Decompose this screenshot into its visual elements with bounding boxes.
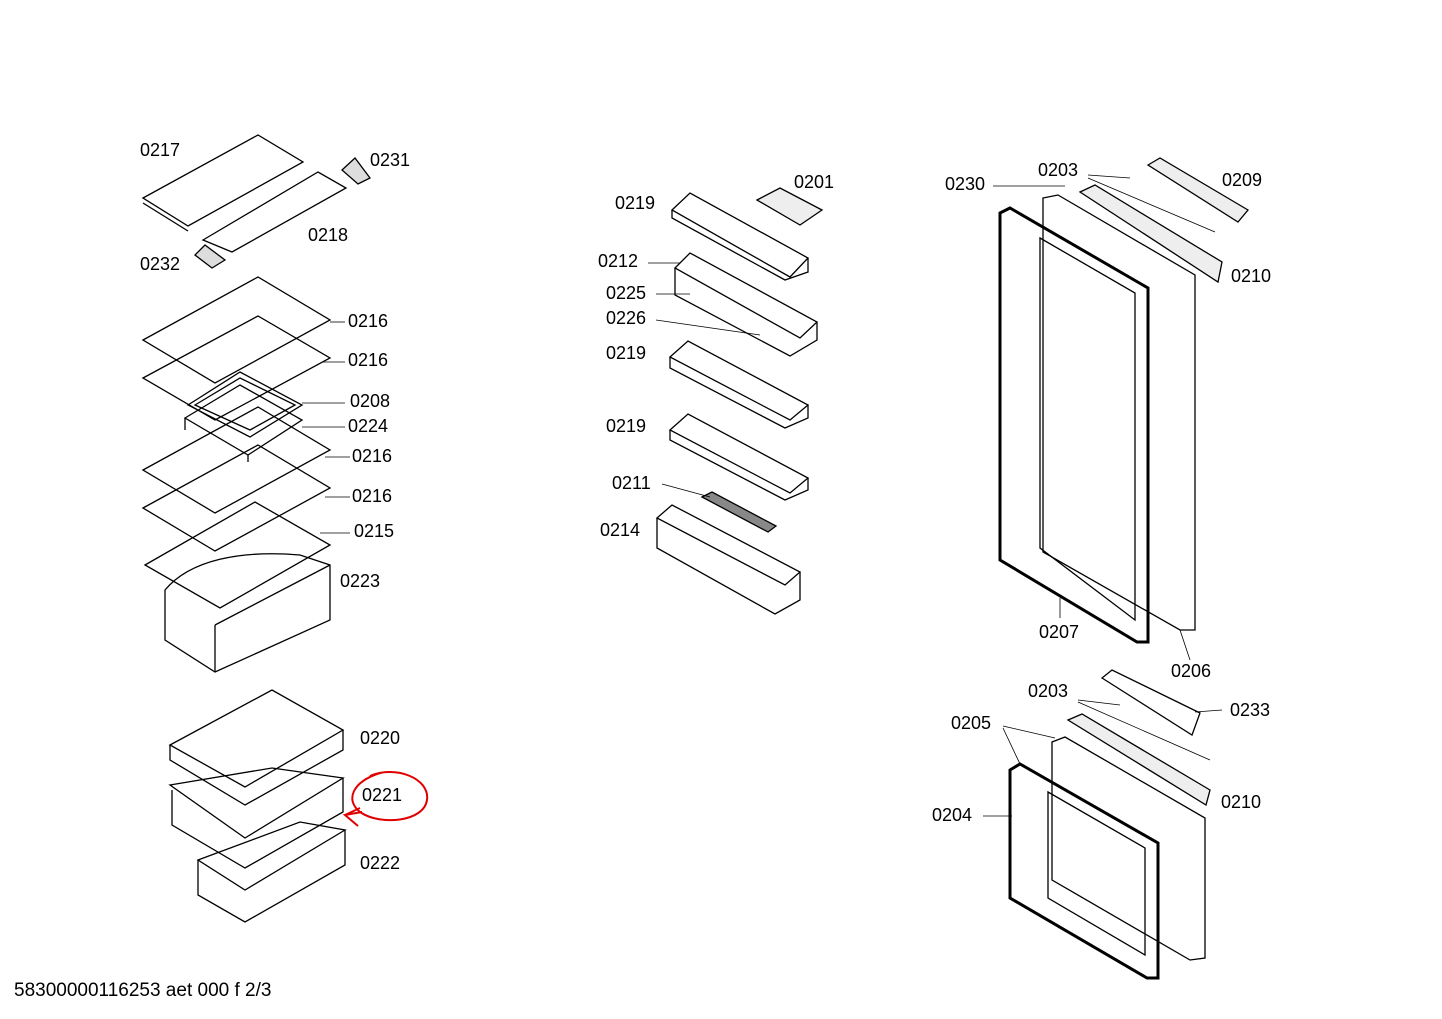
callout-0217: 0217	[140, 140, 181, 160]
callout-0210: 0210	[1231, 266, 1272, 286]
gasket-0207	[998, 206, 1150, 644]
callout-0205: 0205	[951, 713, 992, 733]
drawer-0222	[196, 821, 347, 923]
callout-0219: 0219	[615, 193, 656, 213]
drawer-0220	[168, 689, 345, 806]
callout-0207: 0207	[1039, 622, 1080, 642]
callout-0201: 0201	[794, 172, 835, 192]
callout-0216: 0216	[348, 311, 389, 331]
highlight-circle	[342, 771, 429, 827]
shelf-0215	[143, 501, 332, 609]
gasket-0204	[1008, 762, 1160, 980]
callout-0230: 0230	[945, 174, 986, 194]
callout-0224: 0224	[348, 416, 389, 436]
callout-0216: 0216	[352, 486, 393, 506]
callout-0219: 0219	[606, 416, 647, 436]
callout-0226: 0226	[606, 308, 647, 328]
hinge-0210	[1078, 184, 1223, 284]
shelf-0216-c	[141, 406, 332, 514]
callout-0219: 0219	[606, 343, 647, 363]
callout-0218: 0218	[308, 225, 349, 245]
bin-0219-low	[668, 413, 810, 501]
bin-0214	[655, 504, 802, 615]
callout-0220: 0220	[360, 728, 401, 748]
bracket-0232	[194, 244, 227, 269]
drawer-0221	[168, 767, 345, 869]
egg-tray-0201	[755, 187, 824, 226]
shelf-0217	[141, 134, 305, 232]
tray-0224	[183, 384, 304, 462]
bin-0212	[673, 252, 819, 357]
callout-0208: 0208	[350, 391, 391, 411]
bracket-0231	[341, 157, 371, 185]
callout-0214: 0214	[600, 520, 641, 540]
handle-0209	[1146, 157, 1249, 223]
callout-0215: 0215	[354, 521, 395, 541]
bin-0219-top	[670, 192, 810, 281]
callout-0216: 0216	[352, 446, 393, 466]
callout-0211: 0211	[612, 473, 651, 493]
callout-0216: 0216	[348, 350, 389, 370]
crisper-0223	[164, 553, 331, 673]
bin-0219-mid	[668, 340, 810, 429]
shelf-0218	[201, 171, 348, 253]
callout-0225: 0225	[606, 283, 647, 303]
hinge-0210-lower	[1066, 713, 1211, 807]
callout-0212: 0212	[598, 251, 639, 271]
shelf-0216-a	[141, 276, 332, 384]
callout-0203: 0203	[1028, 681, 1069, 701]
callout-0233: 0233	[1230, 700, 1271, 720]
door-0206	[1042, 194, 1196, 631]
trim-0233	[1100, 669, 1201, 736]
callout-0210: 0210	[1221, 792, 1262, 812]
callout-0209: 0209	[1222, 170, 1263, 190]
callout-0223: 0223	[340, 571, 381, 591]
callout-0232: 0232	[140, 254, 181, 274]
leader-lines	[302, 174, 1223, 817]
callout-0222: 0222	[360, 853, 401, 873]
callout-0206: 0206	[1171, 661, 1212, 681]
document-code: 58300000116253 aet 000 f 2/3	[14, 980, 272, 1001]
callout-0231: 0231	[370, 150, 411, 170]
callout-0204: 0204	[932, 805, 973, 825]
door-0205	[1051, 736, 1206, 961]
callout-0221-highlighted: 0221	[362, 785, 403, 805]
shelf-0216-d	[141, 444, 332, 552]
grille-0211	[700, 491, 778, 533]
callout-0203: 0203	[1038, 160, 1079, 180]
